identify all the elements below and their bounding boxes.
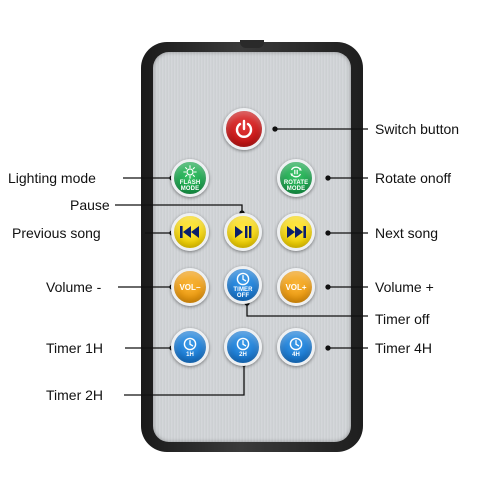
clock-icon — [289, 337, 303, 350]
timer-1h-button[interactable]: 1H — [171, 328, 209, 366]
flash-mode-caption: FLASH MODE — [179, 179, 201, 192]
label-timer-4h: Timer 4H — [375, 340, 433, 356]
clock-icon — [236, 337, 250, 350]
label-next-song: Next song — [375, 225, 439, 241]
sun-icon — [183, 164, 197, 179]
timer-2h-button[interactable]: 2H — [224, 328, 262, 366]
previous-track-icon — [180, 226, 199, 238]
label-lighting-mode: Lighting mode — [8, 170, 96, 186]
next-track-icon — [287, 226, 306, 238]
volume-up-button[interactable]: VOL+ — [277, 268, 315, 306]
label-pause: Pause — [70, 197, 110, 213]
volume-down-caption: VOL− — [179, 282, 201, 292]
leader-dot-switch-button — [272, 126, 278, 132]
rotate-icon — [290, 166, 302, 177]
label-timer-2h: Timer 2H — [46, 387, 104, 403]
next-song-button[interactable] — [277, 213, 315, 251]
label-switch-button: Switch button — [375, 121, 460, 137]
label-rotate-onoff: Rotate onoff — [375, 170, 452, 186]
timer-off-caption: TIMER OFF — [233, 286, 253, 299]
power-button[interactable] — [223, 108, 265, 150]
clock-icon — [236, 272, 250, 285]
timer-2h-caption: 2H — [239, 351, 247, 358]
timer-off-button[interactable]: TIMER OFF — [224, 266, 262, 304]
remote-notch — [240, 40, 264, 48]
leader-timer-off — [246, 303, 368, 317]
timer-4h-caption: 4H — [292, 351, 300, 358]
flash-mode-button[interactable]: FLASH MODE — [171, 159, 209, 197]
leader-dot-timer-4h — [325, 345, 331, 351]
leader-dot-volume-plus — [325, 284, 331, 290]
previous-song-button[interactable] — [171, 213, 209, 251]
power-icon — [235, 119, 253, 138]
leader-timer-2h — [124, 364, 245, 396]
play-pause-icon — [235, 226, 252, 238]
leader-dot-rotate-onoff — [325, 175, 331, 181]
timer-1h-caption: 1H — [186, 351, 194, 358]
timer-4h-button[interactable]: 4H — [277, 328, 315, 366]
play-pause-button[interactable] — [224, 213, 262, 251]
volume-down-button[interactable]: VOL− — [171, 268, 209, 306]
rotate-mode-caption: ROTATE MODE — [283, 179, 309, 192]
leader-pause — [115, 204, 243, 213]
label-volume-plus: Volume + — [375, 279, 434, 295]
label-previous-song: Previous song — [12, 225, 101, 241]
label-timer-1h: Timer 1H — [46, 340, 104, 356]
clock-icon — [183, 337, 197, 350]
label-volume-minus: Volume - — [46, 279, 102, 295]
label-timer-off: Timer off — [375, 311, 430, 327]
leader-dot-next-song — [325, 230, 331, 236]
volume-up-caption: VOL+ — [285, 282, 307, 292]
rotate-mode-button[interactable]: ROTATE MODE — [277, 159, 315, 197]
